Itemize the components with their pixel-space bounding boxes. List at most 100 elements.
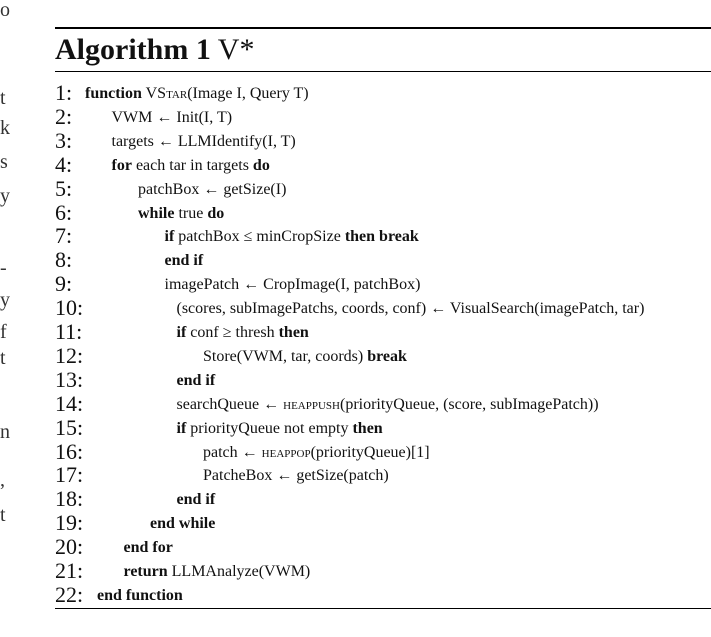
keyword: then: [278, 324, 309, 341]
line-code: if patchBox ≤ minCropSize then break: [165, 226, 419, 248]
line-number: 9:: [55, 271, 73, 297]
line-number: 7:: [55, 223, 73, 249]
code-text: VS: [145, 85, 167, 102]
line-code: end if: [165, 250, 204, 272]
code-text: imagePatch ← CropImage(I, patchBox): [164, 276, 421, 294]
code-text: patchBox ≤ minCropSize: [174, 228, 345, 246]
keyword: if: [164, 228, 175, 246]
code-text: conf ≥ thresh: [186, 324, 279, 341]
keyword: do: [252, 156, 270, 174]
line-code: end function: [97, 585, 183, 607]
keyword: end if: [164, 252, 204, 270]
algorithm-title: V*: [217, 33, 255, 66]
algorithm-label: Algorithm 1: [55, 33, 211, 66]
code-text: targets ← LLMIdentify(I, T): [111, 132, 296, 150]
margin-glyph: o: [0, 0, 10, 21]
line-number: 8:: [55, 247, 73, 273]
algorithm-top-rule: [55, 27, 711, 29]
code-text: each tar in targets: [131, 156, 253, 174]
line-code: if priorityQueue not empty then: [177, 418, 383, 440]
line-number: 18:: [55, 486, 84, 512]
keyword: end if: [176, 491, 216, 509]
line-number: 11:: [55, 319, 83, 344]
line-code: imagePatch ← CropImage(I, patchBox): [165, 274, 421, 296]
code-text: PatcheBox ← getSize(patch): [203, 467, 389, 485]
keyword: while: [138, 204, 175, 222]
line-code: for each tar in targets do: [112, 155, 270, 177]
line-code: if conf ≥ thresh then: [177, 322, 309, 344]
line-code: VWM ← Init(I, T): [112, 107, 233, 129]
line-number: 13:: [55, 366, 84, 392]
line-code: end if: [177, 370, 216, 392]
keyword: do: [207, 204, 225, 222]
keyword: end function: [97, 586, 183, 604]
margin-glyph: k: [0, 117, 10, 139]
line-code: patch ← heappop(priorityQueue)[1]: [203, 442, 430, 464]
line-code: searchQueue ← heappush(priorityQueue, (s…: [177, 394, 599, 416]
line-code: patchBox ← getSize(I): [138, 179, 286, 201]
algorithm-caption: Algorithm 1 V*: [55, 30, 254, 70]
keyword: for: [111, 156, 132, 174]
line-code: return LLMAnalyze(VWM): [124, 561, 311, 583]
line-number: 15:: [55, 414, 84, 440]
margin-glyph: y: [0, 185, 10, 207]
procedure-name: heappush: [283, 395, 340, 413]
margin-glyph: t: [0, 347, 6, 369]
keyword: end for: [123, 539, 173, 557]
line-number: 3:: [55, 127, 73, 153]
code-text: patch ←: [203, 443, 262, 461]
line-code: end for: [124, 537, 173, 559]
code-text: (priorityQueue, (score, subImagePatch)): [339, 395, 599, 413]
code-text: patchBox ← getSize(I): [138, 180, 287, 198]
keyword: return: [123, 563, 168, 580]
line-number: 10:: [55, 295, 84, 321]
line-number: 1:: [55, 80, 73, 105]
keyword: if: [176, 419, 187, 437]
code-text: Store(VWM, tar, coords): [203, 347, 368, 365]
keyword: then break: [344, 228, 419, 246]
line-number: 14:: [55, 390, 84, 416]
keyword: end if: [176, 371, 216, 389]
code-text: VWM ← Init(I, T): [111, 108, 233, 126]
code-text: (Image I, Query T): [187, 85, 309, 102]
keyword: if: [176, 324, 187, 341]
code-text: LLMAnalyze(VWM): [167, 563, 311, 580]
line-number: 19:: [55, 510, 84, 536]
code-text: (priorityQueue)[1]: [310, 443, 430, 461]
margin-glyph: t: [0, 87, 6, 109]
line-code: Store(VWM, tar, coords) break: [203, 346, 407, 368]
algorithm-caption-rule: [55, 71, 711, 72]
code-text: priorityQueue not empty: [186, 419, 353, 437]
procedure-name: heappop: [261, 443, 311, 461]
procedure-name: tar: [166, 85, 188, 102]
line-number: 5:: [55, 175, 73, 201]
line-number: 20:: [55, 534, 84, 560]
code-text: true: [174, 204, 208, 222]
code-text: (scores, subImagePatchs, coords, conf) ←…: [176, 300, 645, 318]
line-code: function VStar(Image I, Query T): [85, 83, 309, 105]
line-number: 6:: [55, 199, 73, 225]
line-code: (scores, subImagePatchs, coords, conf) ←…: [177, 298, 645, 320]
margin-glyph: n: [0, 421, 10, 443]
line-code: end while: [150, 513, 215, 535]
margin-glyph: ,: [0, 469, 5, 491]
keyword: function: [85, 85, 142, 102]
margin-glyph: y: [0, 289, 10, 311]
margin-glyph: f: [0, 321, 7, 343]
margin-glyph: t: [0, 504, 6, 526]
line-number: 12:: [55, 342, 84, 368]
line-number: 21:: [55, 558, 84, 583]
code-text: searchQueue ←: [176, 395, 284, 413]
keyword: end while: [150, 515, 216, 533]
line-number: 4:: [55, 151, 73, 177]
keyword: then: [352, 419, 383, 437]
line-number: 22:: [55, 581, 84, 607]
line-number: 17:: [55, 462, 84, 488]
line-number: 16:: [55, 438, 84, 464]
margin-glyph: -: [0, 257, 7, 279]
line-number: 2:: [55, 103, 73, 129]
line-code: while true do: [138, 203, 224, 225]
algorithm-bottom-rule: [55, 608, 711, 609]
margin-glyph: s: [0, 151, 8, 173]
